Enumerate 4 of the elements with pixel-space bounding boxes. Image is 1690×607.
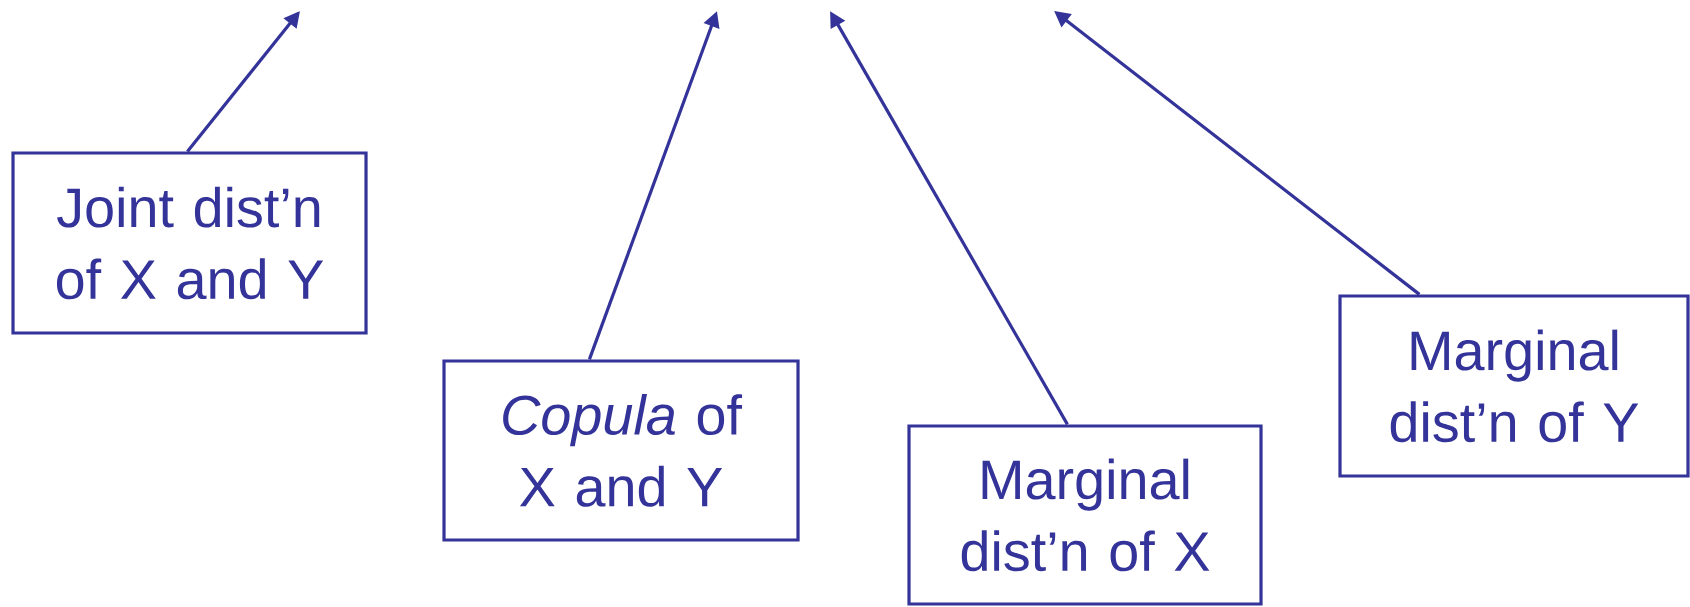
text-box: Joint dist’n of X and Y (11, 151, 368, 335)
text-box: Marginal dist’n of X (907, 424, 1263, 606)
text-box: Copula of X and Y (442, 359, 800, 542)
text-box: Marginal dist’n of Y (1338, 294, 1690, 478)
